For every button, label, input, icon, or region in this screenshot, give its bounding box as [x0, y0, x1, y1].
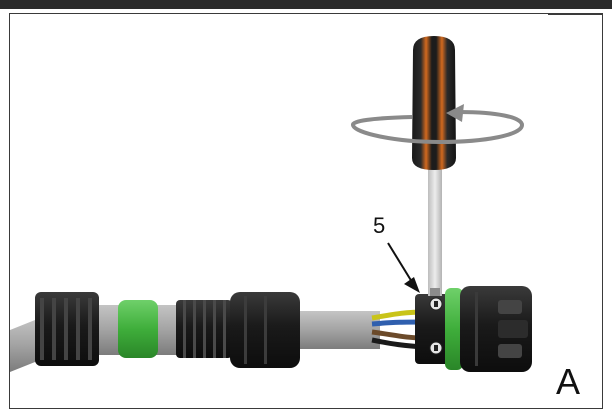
- frame-corner-tick: [548, 13, 603, 15]
- cable-gland-nut: [35, 292, 99, 366]
- top-rule: [0, 0, 612, 9]
- rotation-arrow-icon: [351, 104, 525, 145]
- callout-arrow-icon: [387, 242, 420, 293]
- cable-seal-ring: [118, 300, 158, 358]
- connector-insert: [415, 286, 532, 372]
- connector-seal-ring: [445, 288, 463, 370]
- panel-label: A: [556, 361, 581, 402]
- screwdriver-icon: [412, 36, 456, 296]
- threaded-housing: [176, 292, 300, 368]
- callout-number: 5: [373, 213, 386, 238]
